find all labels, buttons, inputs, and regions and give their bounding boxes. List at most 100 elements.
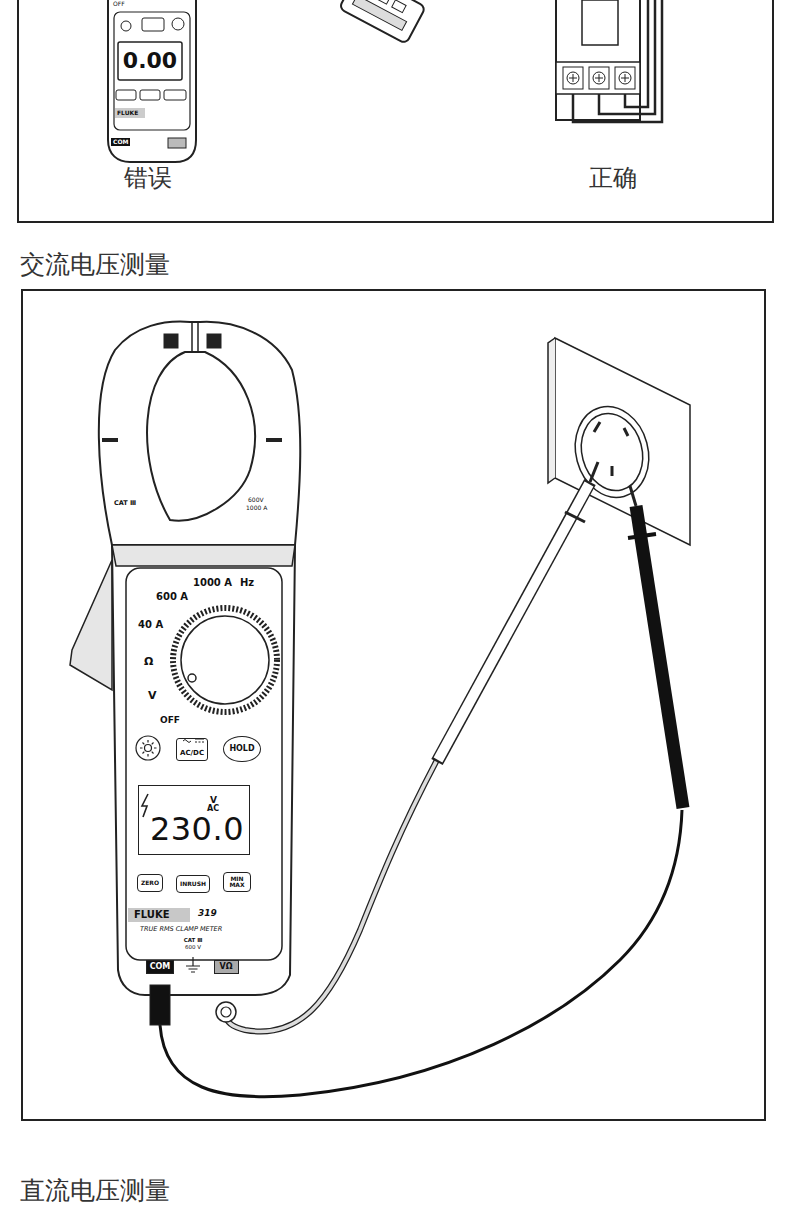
wall-outlet: [594, 422, 628, 476]
range-label: Hz: [240, 578, 254, 588]
backlight-button: [136, 736, 160, 760]
meter-panel: [126, 568, 282, 960]
meter-fragment: [339, 0, 426, 44]
brand-band: [128, 908, 190, 922]
jaw-opening: [147, 352, 255, 521]
meter-collar: [112, 545, 295, 566]
v-ohm-jack: VΩ: [214, 960, 239, 974]
hold-button: HOLD: [223, 736, 260, 762]
display-unit: V: [210, 796, 217, 805]
meter-trigger: [70, 560, 112, 690]
small-clamp-meter: [118, 42, 182, 80]
range-label: 1000 A: [193, 578, 232, 588]
ac-dc-symbol: [183, 739, 204, 743]
red-test-probe: [437, 482, 590, 762]
section-heading: 直流电压测量: [20, 1178, 170, 1203]
small-clamp-meter: [164, 90, 186, 100]
circuit-breaker: [569, 74, 629, 82]
inrush-button: INRUSH: [176, 875, 210, 893]
small-clamp-meter: [140, 90, 160, 100]
button-label: MIN MAX: [227, 876, 247, 888]
caption-right: 正确: [589, 166, 637, 190]
rating-label: 600V: [248, 497, 264, 503]
black-test-probe: [630, 486, 636, 506]
backlight-button: [145, 745, 152, 752]
rotary-dial: [173, 608, 277, 712]
small-clamp-meter: [108, 0, 196, 162]
frame-border: [22, 290, 765, 1120]
rating-label: 1000 A: [246, 505, 267, 511]
button-label: ZERO: [141, 880, 159, 886]
rotary-dial: [181, 616, 269, 704]
model-number: 319: [198, 909, 217, 918]
range-label: Ω: [144, 656, 153, 667]
jaw-mark: [207, 334, 221, 348]
display-reading: 230.0: [150, 813, 244, 845]
brand-name: FLUKE: [117, 110, 138, 116]
small-clamp-meter: [168, 138, 186, 148]
circuit-breaker: [573, 0, 662, 122]
display-reading: 0.00: [123, 50, 177, 72]
ground-symbol: [186, 957, 200, 972]
jack-label: COM: [111, 138, 130, 146]
zero-button: ZERO: [137, 874, 163, 892]
ground-symbol: [186, 957, 200, 972]
meter-body: [112, 545, 295, 995]
button-label: INRUSH: [180, 881, 206, 887]
section-heading: 交流电压测量: [20, 252, 170, 277]
lcd-display: VAC230.0: [138, 785, 250, 855]
meter-fragment: [392, 0, 406, 13]
caption-wrong: 错误: [124, 166, 172, 190]
red-test-probe: [565, 512, 585, 522]
com-jack: COM: [146, 960, 175, 974]
v-plug: [221, 1007, 231, 1017]
small-clamp-meter: [121, 21, 131, 31]
v-plug: [216, 1002, 236, 1022]
range-label: 40 A: [138, 620, 163, 630]
meter-fragment: [339, 0, 426, 44]
dial-pointer: [188, 674, 196, 682]
model-text: TRUE RMS CLAMP METER: [140, 926, 222, 933]
small-clamp-meter: [172, 18, 184, 30]
range-label: V: [148, 690, 157, 701]
wall-outlet: [548, 338, 555, 483]
rating-label: CAT Ⅲ: [114, 500, 136, 507]
small-clamp-meter: [114, 12, 190, 130]
display-unit: AC: [207, 805, 219, 813]
min-max-button: MIN MAX: [223, 872, 251, 892]
com-plug: [150, 985, 170, 1025]
jaw-split: [192, 322, 198, 352]
small-clamp-meter: [108, 0, 196, 162]
backlight-button: [136, 736, 160, 760]
button-label: VΩ: [220, 963, 233, 971]
small-clamp-meter: [116, 90, 136, 100]
small-clamp-meter: [115, 108, 145, 118]
circuit-breaker: [582, 0, 618, 45]
backlight-button: [140, 740, 157, 757]
red-test-probe: [590, 462, 598, 482]
high-voltage-symbol: [142, 794, 148, 817]
meter-fragment: [376, 0, 390, 4]
black-test-probe: [636, 506, 683, 808]
jaw-dash: [102, 438, 282, 442]
small-clamp-meter: [142, 18, 164, 31]
button-label: HOLD: [229, 745, 254, 753]
red-test-probe: [437, 462, 598, 762]
button-label: COM: [150, 963, 171, 971]
circuit-breaker: [556, 62, 640, 94]
wall-outlet: [548, 338, 690, 545]
rating-label: 600 V: [185, 945, 201, 951]
brand-name: FLUKE: [134, 910, 170, 920]
meter-jaw: [99, 322, 300, 545]
meter-fragment: [352, 0, 406, 30]
rating-label: CAT Ⅲ: [184, 938, 203, 944]
dial-mark: OFF: [113, 1, 125, 7]
circuit-breaker: [556, 0, 662, 122]
red-test-probe: [438, 484, 589, 760]
black-test-probe: [628, 486, 683, 808]
clamp-meter: [70, 322, 300, 1025]
range-label: OFF: [160, 716, 180, 725]
